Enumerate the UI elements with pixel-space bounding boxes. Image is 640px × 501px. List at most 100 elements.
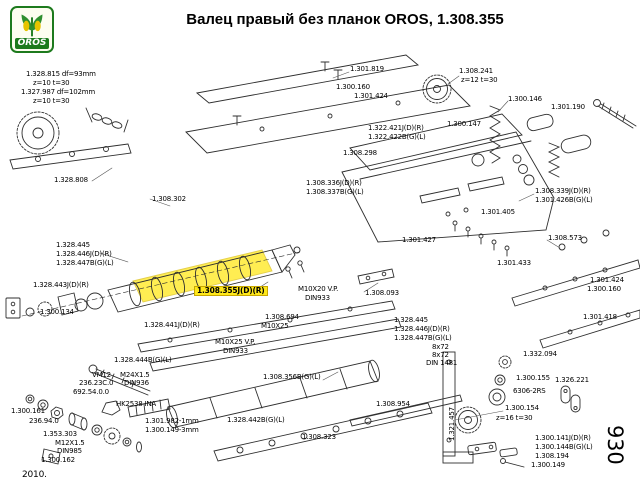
sprocket-z12-drawing — [422, 74, 452, 104]
part-label: 1.301.433 — [497, 259, 531, 267]
part-label: 1.332.094 — [523, 350, 557, 358]
part-label: 1.308.298 — [343, 149, 377, 157]
part-label: 1.301.405 — [481, 208, 515, 216]
part-label: 1.328.445 — [56, 241, 90, 249]
logo-text: OROS — [15, 38, 49, 49]
part-label: 1.300.144B(G)(L) — [535, 443, 593, 451]
part-label: 1.300.149-3mm — [145, 426, 199, 434]
part-label: z=16 t=30 — [496, 414, 533, 422]
part-label: 1.308.337B(G)(L) — [306, 188, 364, 196]
part-label: M10X20 V.P. — [298, 285, 339, 293]
lower-tube-drawing — [101, 359, 380, 429]
hardware-chain-drawing — [25, 394, 142, 465]
part-label: 1.328.808 — [54, 176, 88, 184]
part-label: 1.328.815 df=93mm — [26, 70, 96, 78]
part-label: 1.308.573 — [548, 234, 582, 242]
rod-drawing — [88, 364, 151, 396]
page-code-label: 930 — [603, 425, 627, 465]
part-label: DIN936 — [124, 379, 149, 387]
part-label: M24X1.5 — [120, 371, 150, 379]
part-label: 1.322.422B(G)(L) — [368, 133, 426, 141]
frame-drawing — [341, 113, 555, 243]
part-label: 1.300.147 — [447, 120, 481, 128]
part-label: 1.300.134 — [40, 308, 74, 316]
bearing-stack-drawing — [488, 355, 512, 406]
part-label: 692.54.0.0 — [73, 388, 109, 396]
cylinder-pins-drawing — [512, 113, 592, 186]
part-label: 236.23C.0 — [79, 379, 114, 387]
main-roller-drawing — [21, 244, 301, 317]
oros-logo: OROS — [10, 6, 54, 53]
part-label: 8x72 — [432, 351, 449, 359]
part-label: 1.326.221 — [555, 376, 589, 384]
part-label: 1.301.190 — [551, 103, 585, 111]
right-bars-drawing — [511, 259, 640, 349]
part-label: VM12 — [92, 371, 111, 379]
part-label: M10X25 V.P. — [215, 338, 256, 346]
part-label: 1.327.987 df=102mm — [21, 88, 96, 96]
chain-link-drawing — [560, 385, 581, 413]
part-label: DIN985 — [57, 447, 82, 455]
part-label: z=12 t=30 — [461, 76, 498, 84]
part-label: 1.328.447B(G)(L) — [394, 334, 452, 342]
chain-drawing — [85, 107, 129, 133]
part-label: HK2538 INA — [116, 400, 156, 408]
highlight-region — [132, 249, 273, 303]
part-label: 1.328.441J(D)(R) — [144, 321, 200, 329]
part-label: 1.301.426B(G)(L) — [535, 196, 593, 204]
part-label: 1.328.444B(G)(L) — [114, 356, 172, 364]
sprocket-z10-drawing — [16, 111, 60, 155]
part-label: 1.308.093 — [365, 289, 399, 297]
part-label: 1.301.819 — [350, 65, 384, 73]
part-label: 1.308.339J(D)(R) — [535, 187, 591, 195]
part-label: 1.308.954 — [376, 400, 410, 408]
part-label: 1.328.446J(D)(R) — [394, 325, 450, 333]
part-label: 1.301.424 — [354, 92, 388, 100]
lower-bars-drawing — [137, 300, 402, 372]
part-label: 1.328.446J(D)(R) — [56, 250, 112, 258]
part-label: z=10 t=30 — [33, 97, 70, 105]
part-label: 1.353.303 — [43, 430, 77, 438]
part-label: 1.308.194 — [535, 452, 569, 460]
part-label: 1.301.982-1mm — [145, 417, 199, 425]
part-label: 1.300.146 — [508, 95, 542, 103]
clamp-plates-drawing — [467, 441, 525, 468]
part-label: 1.300.160 — [587, 285, 621, 293]
part-label: 1.300.154 — [505, 404, 539, 412]
part-label: 1.321.457 — [448, 407, 456, 441]
part-label-highlighted[interactable]: 1.308.355J(D)(R) — [194, 286, 268, 296]
screw-drawing — [593, 99, 637, 129]
left-bar-drawing — [9, 143, 132, 170]
part-label: M10X25 — [261, 322, 289, 330]
part-label: 1.301.424 — [590, 276, 624, 284]
part-label: 1.328.445 — [394, 316, 428, 324]
part-label: 1.301.427 — [402, 236, 436, 244]
part-label: 1.328.443J(D)(R) — [33, 281, 89, 289]
part-label: M12X1.5 — [55, 439, 85, 447]
part-label: 1.300.160 — [336, 83, 370, 91]
part-label: DIN 1481 — [426, 359, 458, 367]
mid-hardware-drawing — [285, 260, 395, 285]
top-plates-drawing — [185, 54, 471, 154]
part-label: 1.300.162 — [41, 456, 75, 464]
year-label: 2010. — [22, 470, 47, 480]
corn-icon — [21, 14, 43, 37]
page-title: Валец правый без планок OROS, 1.308.355 — [186, 11, 504, 28]
spring-drawing — [489, 105, 561, 178]
part-label: 1.308.694 — [265, 313, 299, 321]
bracket-drawing — [442, 351, 474, 464]
part-label: 1.308.336J(D)(R) — [306, 179, 362, 187]
part-label: 1.300.141J(D)(R) — [535, 434, 591, 442]
part-label: z=10 t=30 — [33, 79, 70, 87]
part-label: 1.322.421J(D)(R) — [368, 124, 424, 132]
part-label: 1.300.161 — [11, 407, 45, 415]
part-label: DIN933 — [223, 347, 248, 355]
part-label: 1.301.418 — [583, 313, 617, 321]
part-label: 1.300.149 — [531, 461, 565, 469]
part-label: 6306-2RS — [513, 387, 546, 395]
leader-lines — [91, 71, 561, 421]
roller-left-end-drawing — [5, 292, 104, 319]
